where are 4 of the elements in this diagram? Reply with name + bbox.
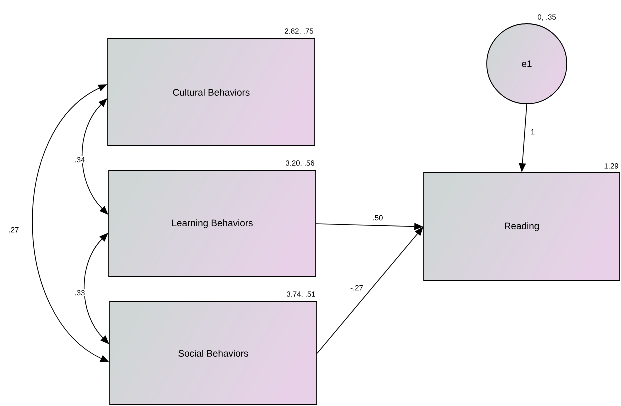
variable-box: Cultural Behaviors bbox=[108, 38, 316, 146]
variable-box: Reading bbox=[424, 172, 620, 282]
variable-box: Learning Behaviors bbox=[108, 170, 316, 278]
variable-box: Social Behaviors bbox=[110, 302, 318, 406]
